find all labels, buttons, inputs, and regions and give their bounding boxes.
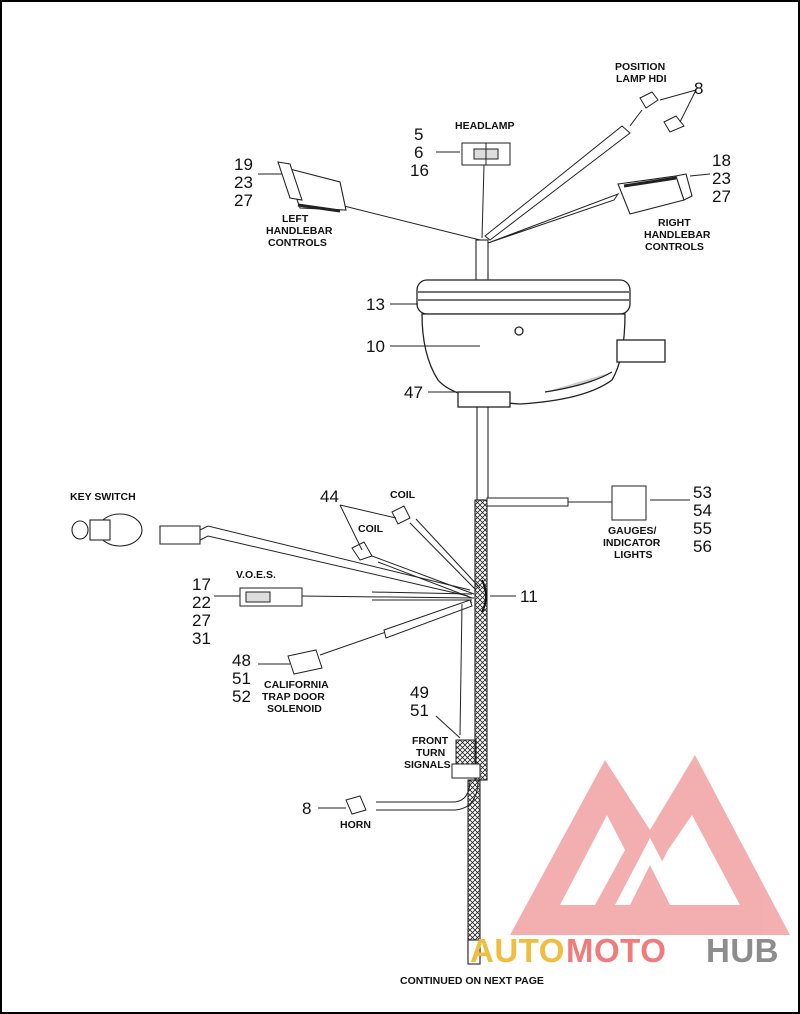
watermark-moto: MOTO xyxy=(566,932,666,969)
gauges-connector xyxy=(611,485,647,521)
callout-headlamp-2: 6 xyxy=(414,143,423,162)
horn-label: HORN xyxy=(340,819,371,831)
watermark-hub: HUB xyxy=(706,932,779,969)
junction-clip xyxy=(481,579,487,613)
upper-branches xyxy=(339,109,643,244)
headlamp-connector xyxy=(461,142,511,166)
horn-connector xyxy=(345,795,367,815)
california-label-1: CALIFORNIA xyxy=(264,679,329,691)
front-turn-label-3: SIGNALS xyxy=(404,759,451,771)
callout-front-turn-1: 49 xyxy=(410,683,429,702)
callout-bracket: 47 xyxy=(404,383,423,402)
callout-voes-2: 22 xyxy=(192,593,211,612)
callout-california-2: 51 xyxy=(232,669,251,688)
left-controls-label-1: LEFT xyxy=(282,213,309,225)
gauges-label-3: LIGHTS xyxy=(614,549,653,561)
right-controls-label-3: CONTROLS xyxy=(645,241,704,253)
callout-gauges-2: 54 xyxy=(693,501,712,520)
callout-junction: 11 xyxy=(520,587,538,606)
part-labels: POSITION LAMP HDI HEADLAMP LEFT HANDLEBA… xyxy=(70,61,711,987)
front-turn-label-2: TURN xyxy=(416,747,445,759)
callout-voes-4: 31 xyxy=(192,629,211,648)
callout-horn: 8 xyxy=(302,799,311,818)
position-lamp-label-1: POSITION xyxy=(615,61,665,73)
callout-headlamp-1: 5 xyxy=(414,125,423,144)
callout-california-3: 52 xyxy=(232,687,251,706)
callout-position-lamp-1: 8 xyxy=(694,79,703,98)
callout-numbers: 8 5 6 16 19 23 27 18 23 27 13 10 47 44 5… xyxy=(192,79,731,818)
callout-lower-housing: 10 xyxy=(366,337,385,356)
lower-branches xyxy=(160,497,612,811)
callout-california-1: 48 xyxy=(232,651,251,670)
callout-headlamp-3: 16 xyxy=(410,161,429,180)
callout-right-controls-1: 18 xyxy=(712,151,731,170)
left-controls-label-2: HANDLEBAR xyxy=(266,225,333,237)
callout-coil: 44 xyxy=(320,487,339,506)
callout-voes-1: 17 xyxy=(192,575,211,594)
left-handlebar-connector xyxy=(277,161,347,213)
front-turn-label-1: FRONT xyxy=(412,735,449,747)
position-lamp-connectors xyxy=(639,91,685,133)
main-harness xyxy=(467,239,489,965)
california-label-2: TRAP DOOR xyxy=(262,691,325,703)
callout-gauges-1: 53 xyxy=(693,483,712,502)
left-controls-label-3: CONTROLS xyxy=(268,237,327,249)
california-connector xyxy=(287,649,323,675)
position-lamp-label-2: LAMP HDI xyxy=(616,73,667,85)
callout-gauges-4: 56 xyxy=(693,537,712,556)
voes-connector xyxy=(239,587,303,607)
right-controls-label-2: HANDLEBAR xyxy=(644,229,711,241)
front-turn-connector xyxy=(451,739,481,779)
gauges-label-2: INDICATOR xyxy=(603,537,661,549)
continued-label: CONTINUED ON NEXT PAGE xyxy=(400,975,544,987)
key-switch-label: KEY SWITCH xyxy=(70,491,136,503)
headlamp-housing xyxy=(416,279,666,408)
coil-connectors xyxy=(351,505,411,561)
callout-front-turn-2: 51 xyxy=(410,701,429,720)
coil-upper-label: COIL xyxy=(390,489,416,501)
callout-right-controls-3: 27 xyxy=(712,187,731,206)
callout-voes-3: 27 xyxy=(192,611,211,630)
california-label-3: SOLENOID xyxy=(267,703,322,715)
gauges-label-1: GAUGES/ xyxy=(608,525,657,537)
voes-label: V.O.E.S. xyxy=(236,569,276,581)
right-controls-label-1: RIGHT xyxy=(658,217,691,229)
coil-lower-label: COIL xyxy=(358,523,384,535)
watermark-logo xyxy=(510,755,790,935)
callout-gauges-3: 55 xyxy=(693,519,712,538)
callout-right-controls-2: 23 xyxy=(712,169,731,188)
leader-lines xyxy=(214,89,711,809)
callout-left-controls-3: 27 xyxy=(234,191,253,210)
callout-left-controls-2: 23 xyxy=(234,173,253,192)
key-switch-part xyxy=(71,513,201,547)
watermark-text: AUTO MOTO HUB xyxy=(470,932,779,969)
watermark-auto: AUTO xyxy=(470,932,565,969)
callout-upper-housing: 13 xyxy=(366,295,385,314)
right-handlebar-connector xyxy=(617,173,693,215)
callout-left-controls-1: 19 xyxy=(234,155,253,174)
headlamp-label: HEADLAMP xyxy=(455,120,515,132)
